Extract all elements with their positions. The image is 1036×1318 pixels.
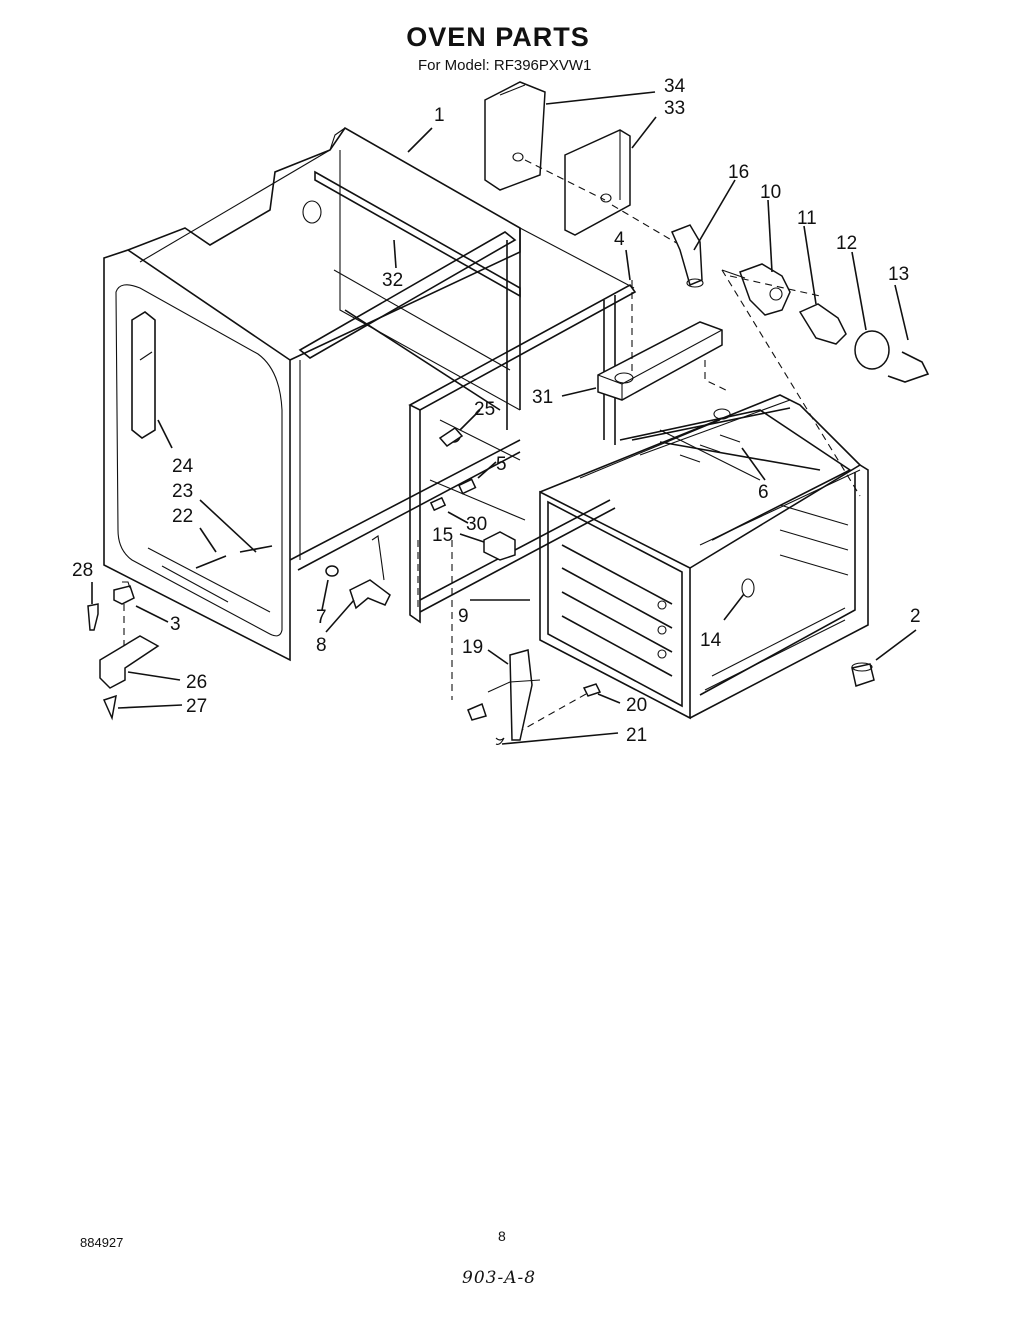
callout-2: 2 [910,606,921,627]
light-assembly [670,224,930,497]
callout-15: 15 [432,525,453,546]
callout-labels: 1 2 3 4 5 6 7 8 9 10 11 12 13 14 15 16 1… [72,76,921,746]
callout-21: 21 [626,725,647,746]
callout-1: 1 [434,105,445,126]
heat-shields [484,81,703,259]
hardware-parts [87,535,875,745]
callout-31: 31 [532,387,553,408]
callout-9: 9 [458,606,469,627]
callout-14: 14 [700,630,722,651]
callout-24: 24 [172,456,194,477]
oven-liner [539,394,869,720]
callout-22: 22 [172,506,193,527]
page-number: 8 [498,1228,506,1244]
callout-4: 4 [614,229,625,250]
callout-27: 27 [186,696,207,717]
callout-3: 3 [170,614,181,635]
model-subtitle: For Model: RF396PXVW1 [418,57,592,74]
callout-26: 26 [186,672,207,693]
callout-34: 34 [664,76,686,97]
drawing-number: 884927 [80,1235,124,1250]
callout-12: 12 [836,233,857,254]
callout-10: 10 [760,182,781,203]
callout-30: 30 [466,514,487,535]
callout-33: 33 [664,98,685,119]
callout-5: 5 [496,454,507,475]
vent-duct [597,280,731,401]
callout-8: 8 [316,635,327,656]
callout-11: 11 [797,208,817,229]
callout-20: 20 [626,695,647,716]
callout-16: 16 [728,162,749,183]
callout-19: 19 [462,637,483,658]
handwritten-note: 903-A-8 [462,1268,537,1288]
callout-25: 25 [474,399,495,420]
page-title: OVEN PARTS [406,22,590,52]
oven-cabinet [103,126,521,662]
callout-23: 23 [172,481,193,502]
leader-lines [91,91,917,745]
callout-6: 6 [758,482,769,503]
front-frame [344,227,637,624]
callout-13: 13 [888,264,909,285]
callout-7: 7 [316,607,327,628]
callout-28: 28 [72,560,93,581]
callout-32: 32 [382,270,403,291]
